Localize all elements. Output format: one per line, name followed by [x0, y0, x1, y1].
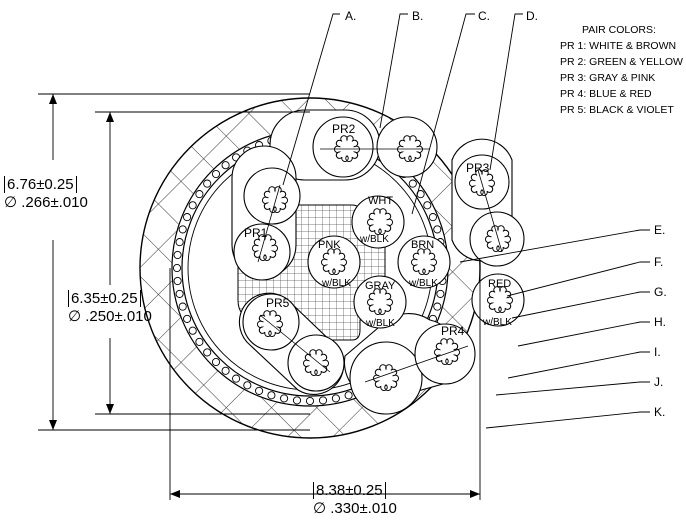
label-red: RED — [488, 278, 511, 290]
shield-bead — [318, 396, 328, 405]
overall-diameter-dimension: 8.38±0.25 ∅ .330±.010 — [313, 482, 397, 518]
dim-inner-in: .250±.010 — [85, 308, 152, 325]
legend-item: PR 3: GRAY & PINK — [560, 72, 656, 84]
shield-bead — [175, 238, 184, 247]
label-pnk-wblk: w/BLK — [321, 278, 351, 289]
shield-bead — [433, 302, 442, 311]
dim-inner-mm: 6.35±0.25 — [68, 290, 141, 307]
callout-d: D. — [526, 9, 538, 23]
pair-colors-legend: PAIR COLORS: PR 1: WHITE & BROWN PR 2: G… — [560, 22, 683, 118]
diameter-symbol: ∅ — [68, 308, 82, 325]
inner-diameter-dimension: 6.35±0.25 ∅ .250±.010 — [68, 290, 152, 326]
label-wht: WHT — [368, 195, 393, 207]
dimension-lines — [38, 93, 481, 500]
label-pnk: PNK — [318, 239, 341, 251]
callout-a: A. — [345, 9, 356, 23]
shield-bead — [203, 348, 212, 357]
shield-bead — [183, 314, 192, 323]
label-pr3: PR3 — [466, 161, 490, 175]
legend-item: PR 2: GREEN & YELLOW — [560, 56, 683, 68]
dim-overall-in: .330±.010 — [330, 500, 397, 517]
shield-bead — [408, 179, 417, 188]
label-gray-wblk: w/BLK — [365, 318, 395, 329]
dimension-arrows — [49, 94, 480, 498]
callout-h: H. — [654, 315, 666, 329]
callout-c: C. — [478, 9, 490, 23]
label-brn-wblk: w/BLK — [408, 278, 438, 289]
diameter-symbol: ∅ — [4, 194, 18, 211]
callout-i: I. — [654, 345, 661, 359]
callout-b: B. — [412, 9, 423, 23]
callout-k: K. — [654, 405, 665, 419]
shield-bead — [221, 366, 230, 375]
label-gray: GRAY — [365, 280, 396, 292]
shield-bead — [221, 161, 230, 170]
legend-item: PR 1: WHITE & BROWN — [560, 40, 677, 52]
legend-item: PR 4: BLUE & RED — [560, 88, 652, 100]
diameter-symbol: ∅ — [313, 500, 327, 517]
shield-bead — [267, 391, 276, 400]
shield-bead — [331, 394, 340, 403]
shield-bead — [178, 302, 187, 311]
shield-bead — [428, 213, 437, 222]
shield-bead — [255, 386, 264, 395]
shield-bead — [292, 396, 302, 405]
label-pr1: PR1 — [244, 226, 268, 240]
callout-e: E. — [654, 223, 665, 237]
shield-bead — [280, 394, 289, 403]
label-red-wblk: w/BLK — [482, 317, 512, 328]
shield-bead — [243, 381, 252, 390]
label-pr4: PR4 — [441, 324, 465, 338]
shield-bead — [232, 374, 241, 383]
shield-bead — [344, 391, 353, 400]
label-wht-wblk: w/BLK — [359, 234, 389, 245]
dim-overall-mm: 8.38±0.25 — [313, 482, 386, 499]
callout-f: F. — [654, 255, 663, 269]
shield-bead — [423, 201, 432, 210]
shield-bead — [211, 169, 221, 179]
callout-g: G. — [654, 285, 667, 299]
shield-bead — [436, 289, 445, 298]
shield-bead — [203, 179, 212, 188]
callout-leaders — [282, 13, 650, 429]
outer-diameter-dimension: 6.76±0.25 ∅ .266±.010 — [4, 176, 88, 212]
label-brn: BRN — [411, 239, 434, 251]
shield-bead — [195, 190, 204, 199]
shield-bead — [211, 357, 221, 367]
label-pr5: PR5 — [266, 296, 290, 310]
legend-title: PAIR COLORS: — [582, 24, 656, 36]
shield-bead — [173, 250, 182, 260]
shield-bead — [183, 213, 192, 222]
dim-outer-mm: 6.76±0.25 — [4, 176, 77, 193]
shield-bead — [172, 263, 182, 273]
shield-bead — [173, 276, 182, 286]
shield-bead — [188, 326, 197, 335]
label-pr2: PR2 — [332, 122, 356, 136]
shield-bead — [433, 225, 442, 234]
dim-outer-in: .266±.010 — [21, 194, 88, 211]
legend-item: PR 5: BLACK & VIOLET — [560, 104, 674, 116]
shield-bead — [305, 396, 315, 406]
shield-bead — [175, 289, 184, 298]
callout-j: J. — [654, 375, 663, 389]
shield-bead — [178, 225, 187, 234]
shield-bead — [188, 201, 197, 210]
shield-bead — [195, 337, 204, 346]
